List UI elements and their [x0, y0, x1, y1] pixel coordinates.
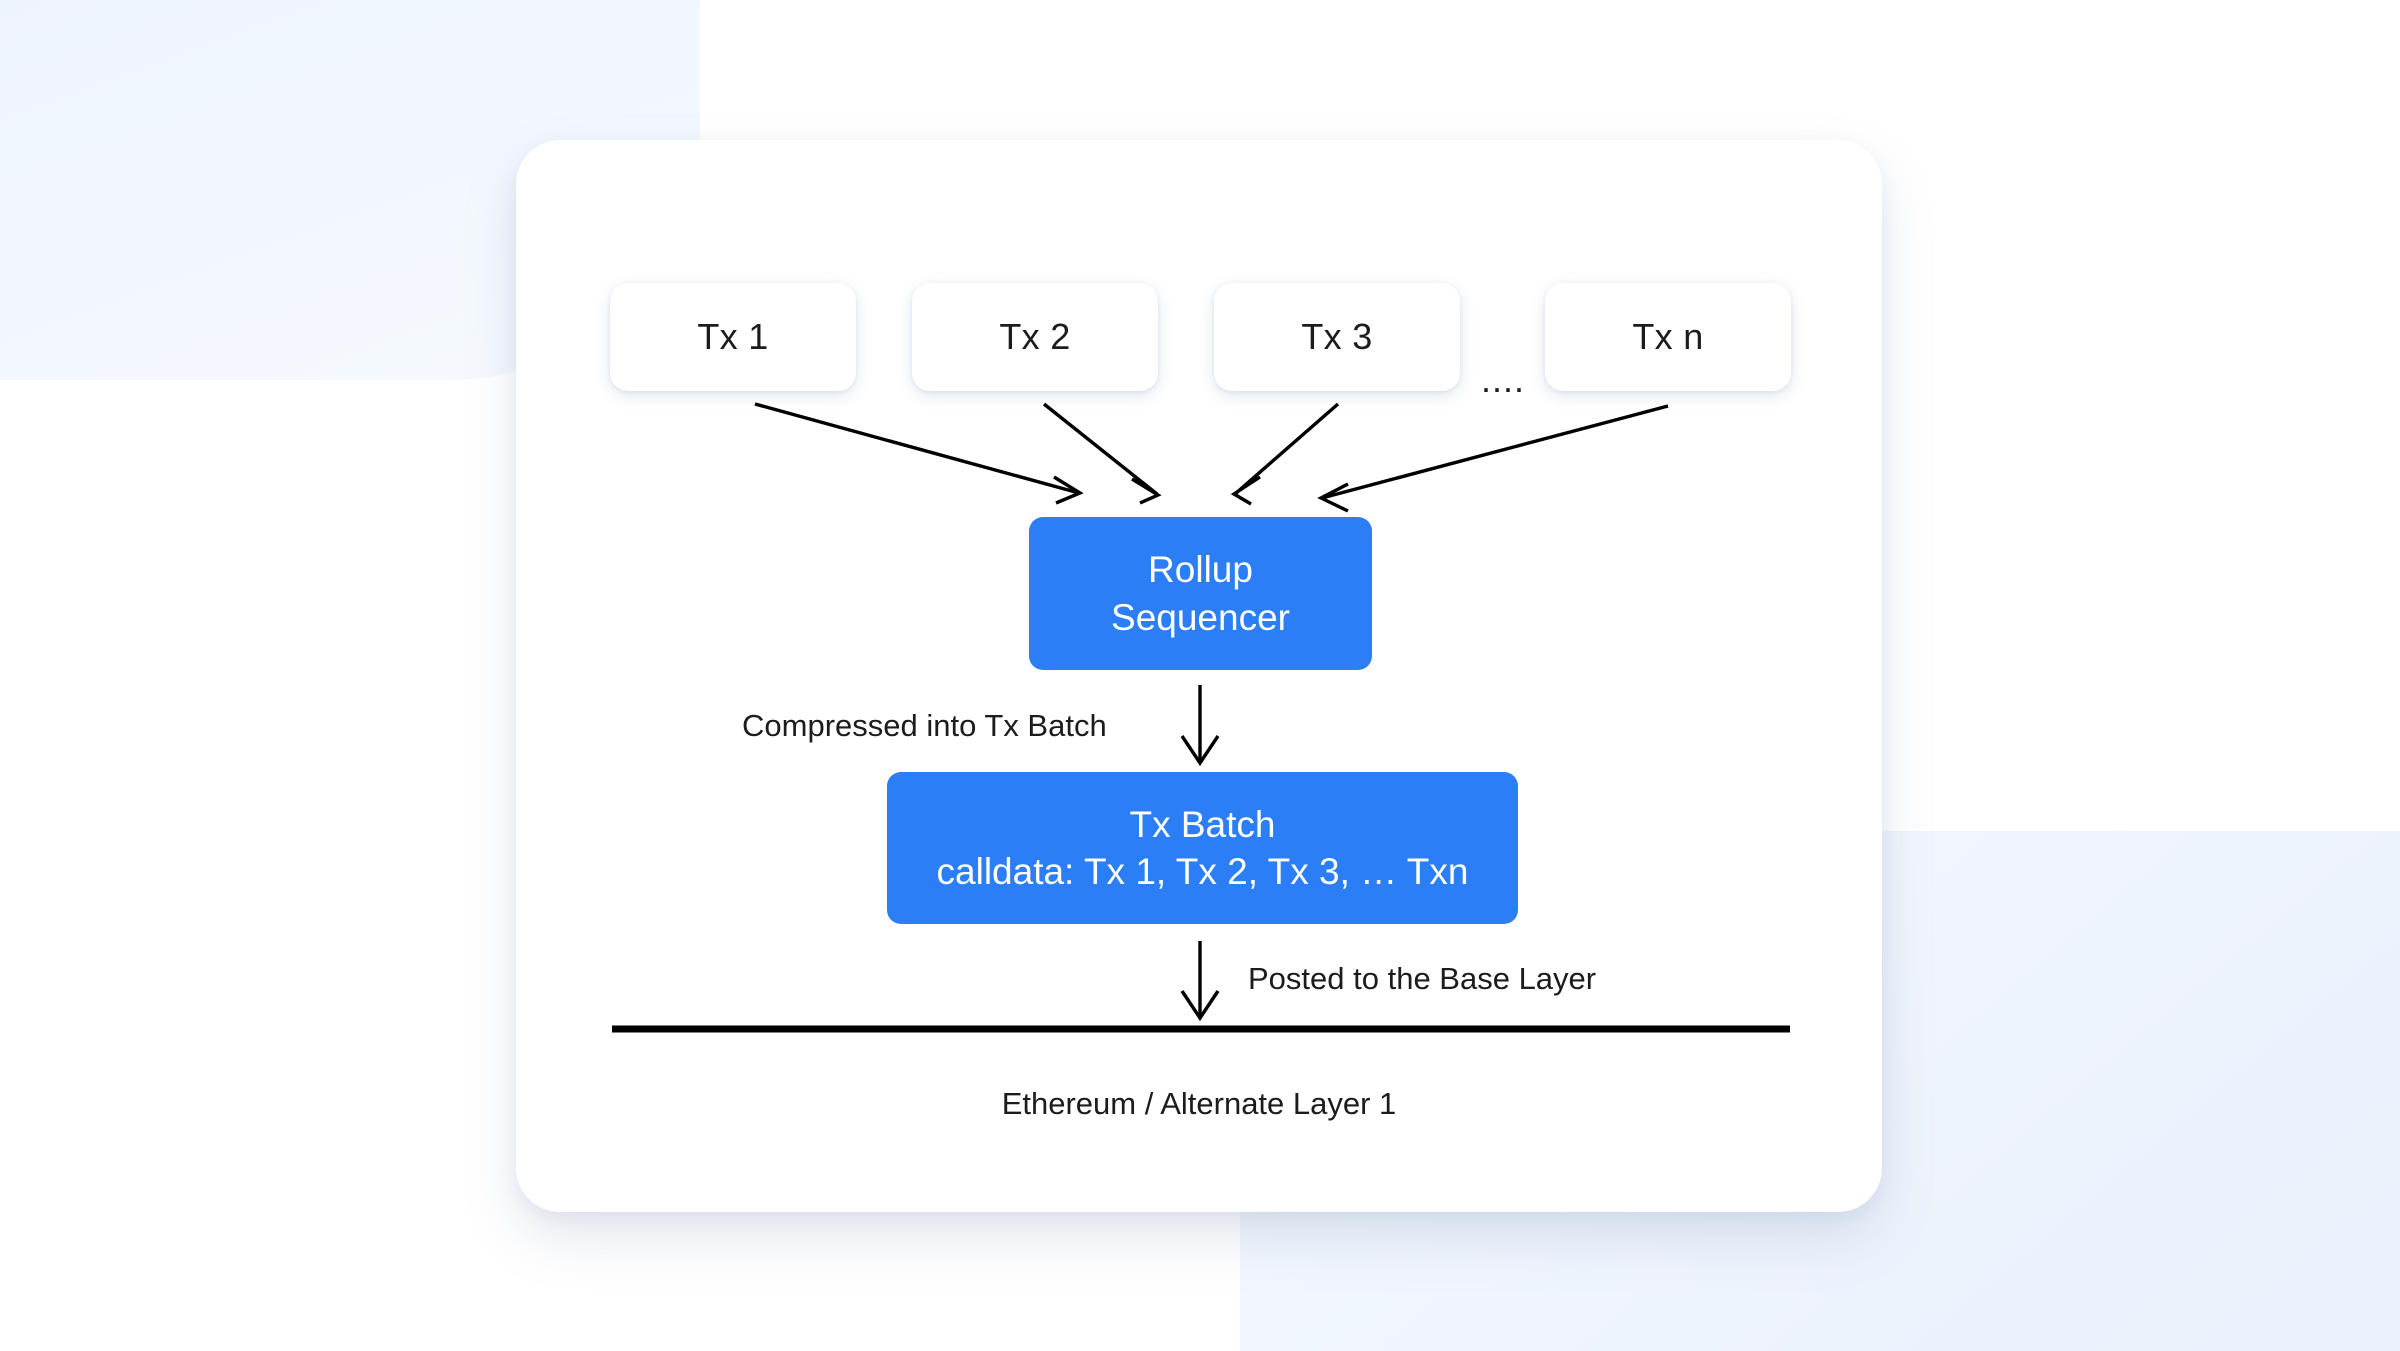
tx-batch-line-1: Tx Batch — [1129, 803, 1276, 845]
ellipsis-separator: .... — [1481, 359, 1526, 400]
tx-node-1: Tx 1 — [610, 283, 856, 391]
tx-batch-line-2: calldata: Tx 1, Tx 2, Tx 3, … Txn — [936, 851, 1469, 892]
tx-node-label: Tx 1 — [697, 316, 769, 357]
tx-node-label: Tx 2 — [999, 316, 1071, 357]
sequencer-line-2: Sequencer — [1111, 596, 1290, 638]
tx-node-label: Tx n — [1632, 316, 1704, 357]
sequencer-line-1: Rollup — [1148, 549, 1253, 591]
tx-batch-node: Tx Batch calldata: Tx 1, Tx 2, Tx 3, … T… — [887, 772, 1518, 924]
tx-node-3: Tx 3 — [1214, 283, 1460, 391]
diagram-card: Tx 1 Tx 2 Tx 3 Tx n .... Rollup Sequence… — [516, 140, 1882, 1212]
label-posted-to-base-layer: Posted to the Base Layer — [1248, 961, 1597, 996]
rollup-sequencer-node: Rollup Sequencer — [1029, 517, 1372, 670]
tx-node-label: Tx 3 — [1301, 316, 1373, 357]
label-compressed-into-tx-batch: Compressed into Tx Batch — [742, 708, 1107, 743]
label-base-layer: Ethereum / Alternate Layer 1 — [1001, 1086, 1397, 1121]
tx-node-n: Tx n — [1545, 283, 1791, 391]
tx-node-2: Tx 2 — [912, 283, 1158, 391]
